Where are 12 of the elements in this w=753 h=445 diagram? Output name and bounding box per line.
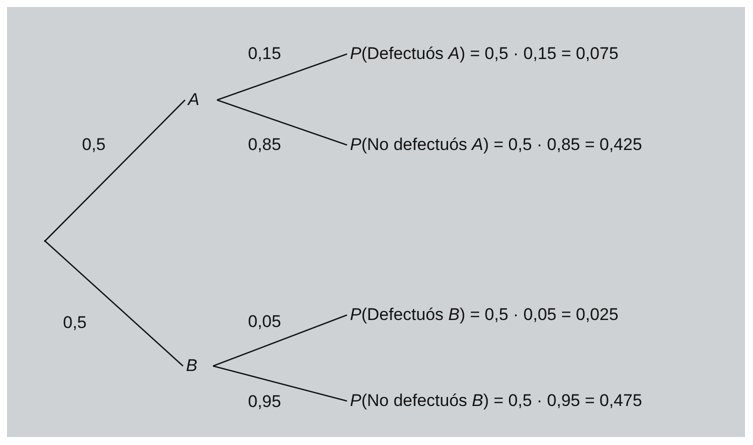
probability-formula: P(Defectuós B) = 0,5 · 0,05 = 0,025 <box>350 303 740 327</box>
branch-line <box>212 365 348 402</box>
probability-formula: P(Defectuós A) = 0,5 · 0,15 = 0,075 <box>350 42 740 66</box>
branch-line <box>216 99 348 146</box>
branch-line <box>44 240 184 366</box>
node-label: A <box>188 88 214 112</box>
node-label: B <box>186 354 210 378</box>
probability-formula: P(No defectuós B) = 0,5 · 0,95 = 0,475 <box>350 389 740 413</box>
branch-line <box>44 100 186 242</box>
branch-line <box>216 53 348 101</box>
branch-line <box>212 314 348 367</box>
probability-formula: P(No defectuós A) = 0,5 · 0,85 = 0,425 <box>350 133 740 157</box>
